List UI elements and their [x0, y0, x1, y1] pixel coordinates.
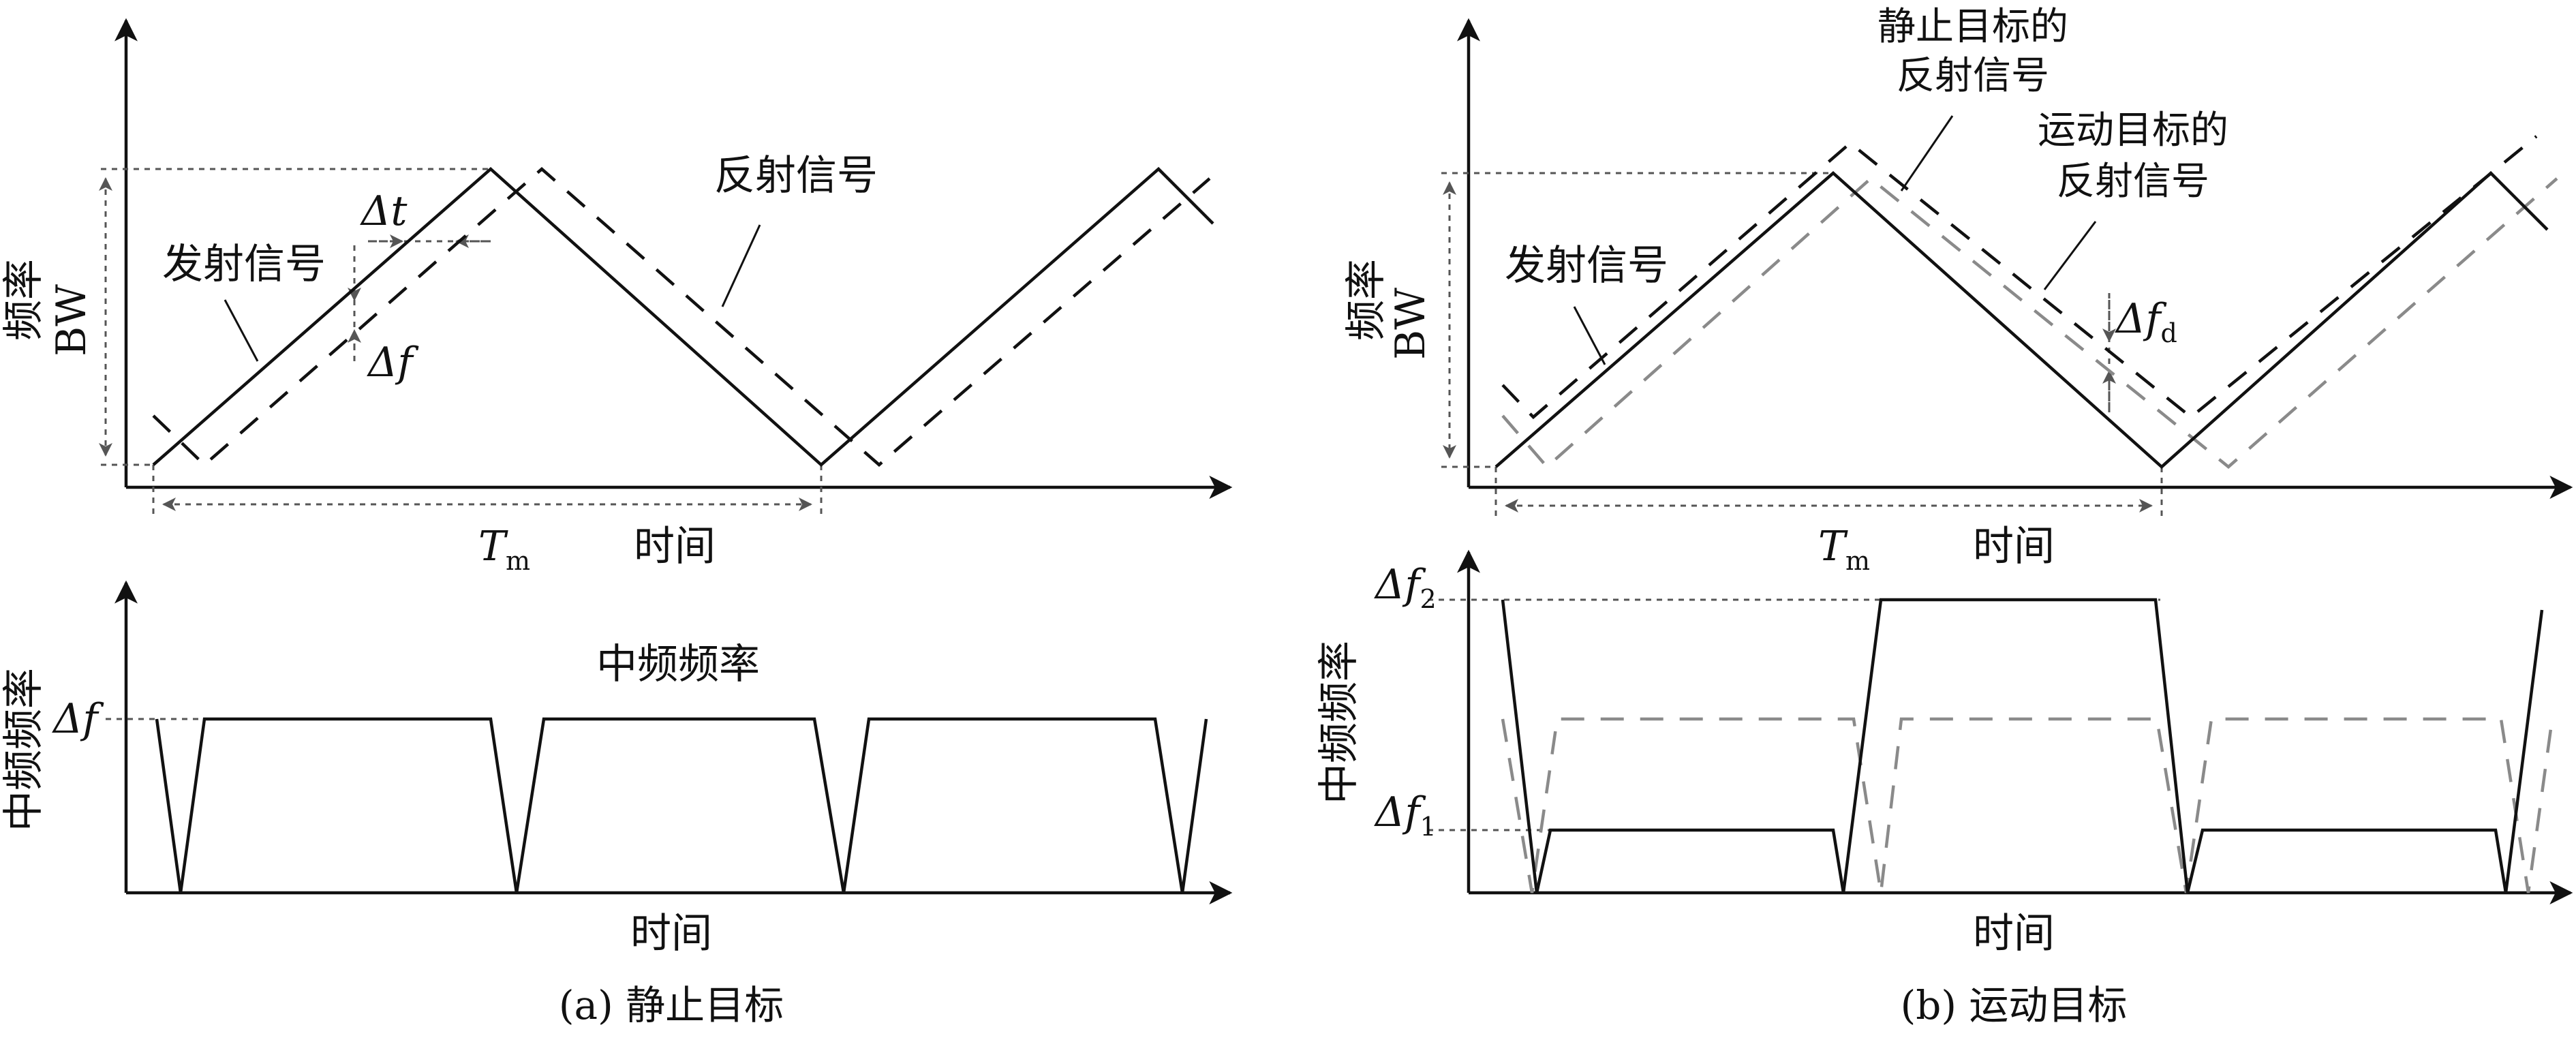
- panel-a-series-label: 中频频率: [596, 641, 760, 688]
- panel-b-static-if-signal: [1501, 717, 2554, 893]
- panel-a-dt-label: Δt: [360, 187, 408, 235]
- panel-b-y-label: 频率: [1343, 259, 1390, 341]
- panel-b-f1-label: Δf1: [1374, 789, 1437, 842]
- panel-a-x-label: 时间: [634, 523, 716, 570]
- panel-b-moving-rx-leader: [2043, 221, 2097, 290]
- panel-b-static-rx-leader: [1900, 115, 1954, 192]
- panel-a-top-axes: [114, 18, 1233, 499]
- panel-b-moving-rx-label-1: 运动目标的: [2038, 108, 2228, 153]
- panel-a-period-label: Tm: [478, 523, 530, 576]
- panel-a-rx-label: 反射信号: [714, 152, 878, 200]
- panel-b-tx-leader: [1573, 306, 1606, 365]
- panel-b-fd-label: Δfd: [2115, 295, 2177, 348]
- panel-a-tx-leader: [224, 299, 259, 362]
- panel-a-level-label: Δf: [52, 695, 104, 743]
- panel-b-bottom-axes: [1457, 549, 2573, 904]
- panel-a-bottom-y-label: 中频频率: [0, 668, 48, 831]
- panel-b-bw-label: BW: [1387, 288, 1435, 360]
- panel-b-bottom-x-label: 时间: [1973, 910, 2055, 958]
- panel-a: 频率 BW 发射信号 反射信号 Δt Δf Tm 时间 中频频率 Δf 中频频率…: [0, 18, 1233, 1028]
- panel-a-rx-leader: [721, 224, 761, 307]
- panel-b-top-guides: [1441, 172, 2163, 518]
- panel-b-top-axes: [1457, 18, 2573, 499]
- panel-a-tx-label: 发射信号: [162, 241, 326, 288]
- panel-a-top-guides: [99, 168, 823, 518]
- panel-b-moving-if-signal: [1501, 598, 2544, 893]
- panel-a-bw-label: BW: [48, 284, 95, 356]
- panel-a-y-label: 频率: [0, 259, 48, 341]
- panel-b-static-rx-label-1: 静止目标的: [1877, 5, 2068, 49]
- panel-a-reflected-signal: [152, 167, 1211, 468]
- panel-a-transmit-signal: [152, 166, 1214, 468]
- panel-b-period-label: Tm: [1818, 523, 1870, 576]
- panel-a-df-label: Δf: [367, 339, 419, 386]
- panel-a-bottom-axes: [114, 580, 1233, 904]
- panel-b-x-label: 时间: [1973, 523, 2055, 570]
- panel-b-moving-reflected-signal: [1501, 177, 2558, 470]
- panel-b-f2-label: Δf2: [1374, 561, 1437, 614]
- panel-b-static-reflected-signal: [1501, 135, 2538, 420]
- panel-b: 频率 BW 发射信号 静止目标的 反射信号 运动目标的 反射信号 Δfd Tm …: [1315, 5, 2573, 1028]
- panel-b-transmit-signal: [1494, 170, 2549, 470]
- panel-b-static-rx-label-2: 反射信号: [1897, 54, 2049, 98]
- panel-b-bottom-y-label: 中频频率: [1315, 641, 1363, 804]
- panel-b-tx-label: 发射信号: [1505, 242, 1668, 290]
- panel-b-caption: (b) 运动目标: [1901, 982, 2128, 1028]
- panel-a-caption: (a) 静止目标: [559, 982, 784, 1028]
- panel-a-bottom-x-label: 时间: [630, 910, 712, 958]
- panel-a-if-signal: [155, 717, 1208, 893]
- panel-b-moving-rx-label-2: 反射信号: [2057, 159, 2209, 204]
